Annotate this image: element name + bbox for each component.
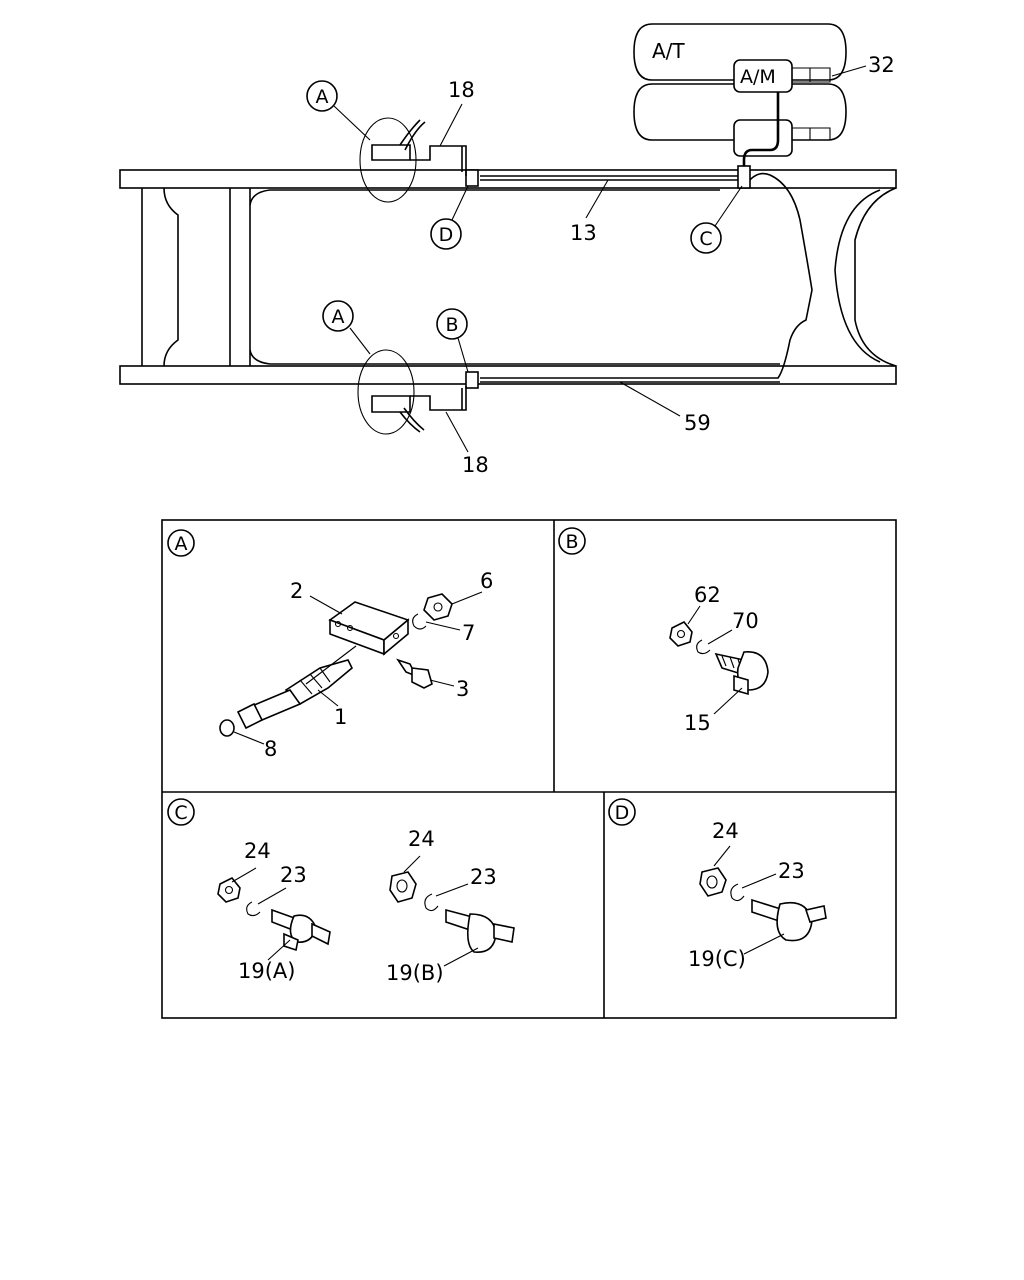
chassis-frame — [119, 169, 897, 385]
callout-b: B — [445, 314, 458, 336]
label-part-23-left: 23 — [280, 863, 307, 887]
label-part-2: 2 — [290, 579, 303, 603]
label-part-32: 32 — [868, 53, 895, 77]
label-part-23: 23 — [778, 859, 805, 883]
label-part-6: 6 — [480, 569, 493, 593]
detail-b-tag: B — [565, 531, 578, 553]
label-part-8: 8 — [264, 737, 277, 761]
label-part-23-right: 23 — [470, 865, 497, 889]
sensor-assembly-top — [359, 117, 467, 203]
label-part-18-top: 18 — [448, 78, 475, 102]
detail-c-tag: C — [174, 802, 187, 824]
label-part-70: 70 — [732, 609, 759, 633]
label-part-19c: 19(C) — [688, 947, 746, 971]
label-part-24-right: 24 — [408, 827, 435, 851]
air-tanks: A/T A/M — [633, 23, 847, 157]
callout-c: C — [699, 228, 712, 250]
detail-panels — [161, 519, 897, 1019]
overview-illustration: A/T A/M — [119, 23, 897, 477]
tank-at-label: A/T — [652, 39, 685, 63]
label-part-62: 62 — [694, 583, 721, 607]
label-part-24: 24 — [712, 819, 739, 843]
sensor-assembly-bottom — [357, 349, 467, 435]
label-part-24-left: 24 — [244, 839, 271, 863]
air-lines — [465, 92, 813, 389]
label-part-3: 3 — [456, 677, 469, 701]
detail-a: A 2 6 7 3 1 8 — [167, 529, 493, 761]
tank-am-label: A/M — [740, 66, 776, 88]
label-part-18-bottom: 18 — [462, 453, 489, 477]
callout-d: D — [439, 224, 454, 246]
label-part-19b: 19(B) — [386, 961, 444, 985]
detail-d-tag: D — [615, 802, 630, 824]
detail-a-tag: A — [175, 533, 188, 555]
label-part-19a: 19(A) — [238, 959, 295, 983]
callout-a-bottom: A — [332, 306, 345, 328]
detail-d: D 24 23 19(C) — [608, 798, 827, 971]
label-part-13: 13 — [570, 221, 597, 245]
label-part-15: 15 — [684, 711, 711, 735]
callout-a-top: A — [316, 86, 329, 108]
label-part-59: 59 — [684, 411, 711, 435]
label-part-7: 7 — [462, 621, 475, 645]
detail-c: C 24 23 19(A) 24 23 19(B) — [167, 798, 515, 985]
detail-b: B 62 70 15 — [558, 527, 769, 735]
label-part-1: 1 — [334, 705, 347, 729]
